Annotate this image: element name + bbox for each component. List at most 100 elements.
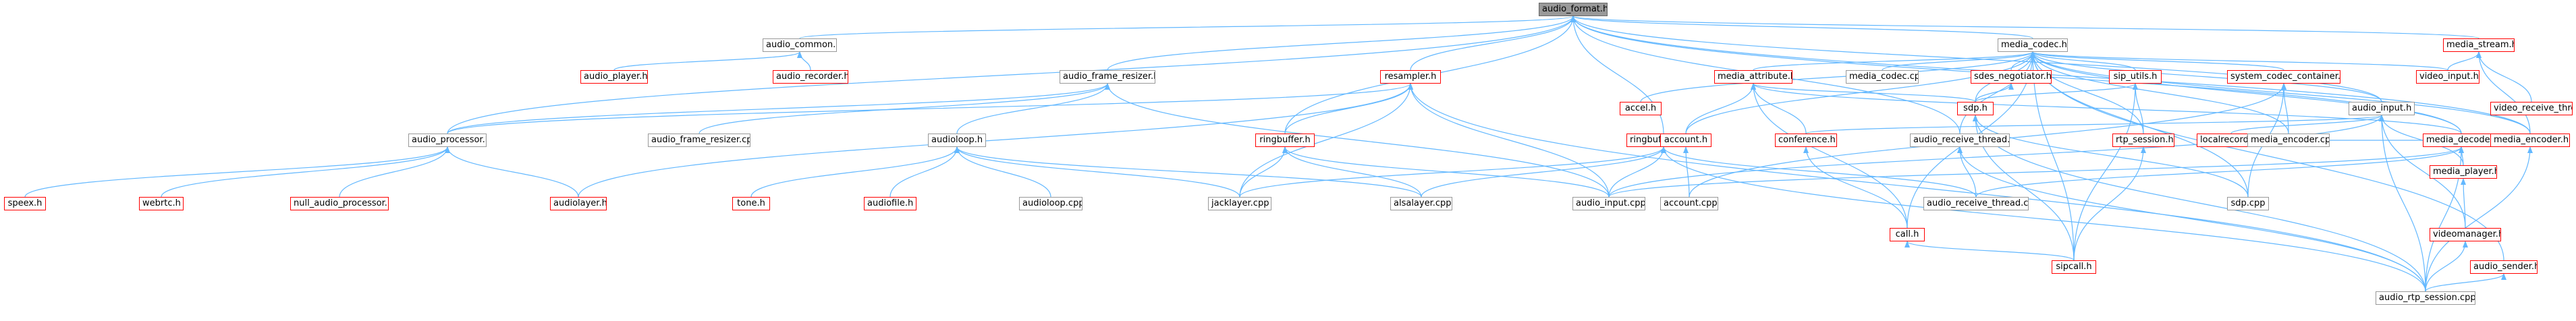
node-video-receive-thread-h[interactable]: video_receive_thread.h (2490, 102, 2573, 115)
node-webrtc-h[interactable]: webrtc.h (139, 197, 184, 210)
edge-conference_h-to-audio_input_h (1805, 115, 2384, 134)
edge-video_receive_thread_h-to-media_stream_h (2476, 51, 2532, 103)
edge-audio_player_h-to-audio_common_h (613, 51, 802, 71)
edge-videomanager_h-to-audio_input_h (2379, 115, 2466, 229)
node-media-encoder-h[interactable]: media_encoder.h (2490, 134, 2570, 147)
edge-audio_input_cpp-to-audio_input_h (1608, 115, 2384, 198)
node-media-decoder-h[interactable]: media_decoder.h (2423, 134, 2500, 147)
edge-audio_processor_h-to-resampler_h (447, 83, 1413, 134)
node-media-player-h[interactable]: media_player.h (2430, 165, 2497, 179)
node-call-h[interactable]: call.h (1890, 228, 1925, 241)
node-audio-processor-h[interactable]: audio_processor.h (408, 134, 487, 147)
edge-audio_receive_thread_cpp-to-media_decoder_h (1975, 146, 2464, 198)
edge-sipcall_h-to-sip_utils_h (2073, 83, 2138, 261)
edge-audio_rtp_session_cpp-to-audio_receive_thread_h (1957, 146, 2426, 292)
node-sip-utils-h[interactable]: sip_utils.h (2109, 70, 2162, 84)
node-account-cpp[interactable]: account.cpp (1660, 197, 1718, 210)
node-audio-receive-thread-cpp[interactable]: audio_receive_thread.cpp (1923, 197, 2029, 210)
edge-audio_input_cpp-to-ringbuffer_h (1282, 146, 1610, 198)
node-media-attribute-h[interactable]: media_attribute.h (1714, 70, 1792, 84)
node-audio-recorder-h[interactable]: audio_recorder.h (773, 70, 848, 84)
edge-audio_rtp_session_cpp-to-audio_sender_h (2425, 273, 2506, 292)
edge-audio_receive_thread_cpp-to-audio_receive_thread_h (1957, 146, 1977, 198)
edge-resampler_h-to-audio_format_h (1410, 16, 1576, 71)
edge-speex_h-to-audio_processor_h (24, 146, 450, 198)
edge-audiolayer_h-to-resampler_h (578, 83, 1413, 198)
edge-system_codec_container_h-to-media_codec_h (2030, 51, 2284, 71)
edge-tone_h-to-audioloop_h (750, 146, 960, 198)
node-media-codec-h[interactable]: media_codec.h (1998, 38, 2068, 52)
edge-jacklayer_cpp-to-audioloop_h (954, 146, 1240, 198)
edge-audio_input_h-to-media_codec_h (2030, 51, 2382, 103)
edge-call_h-to-media_attribute_h (1751, 83, 1908, 229)
edge-jacklayer_cpp-to-resampler_h (1239, 83, 1413, 198)
edge-media_encoder_cpp-to-media_codec_h (2030, 51, 2289, 134)
node-audio-input-cpp[interactable]: audio_input.cpp (1572, 197, 1645, 210)
edge-alsalayer_cpp-to-ringbufferpool_h (1421, 146, 1666, 198)
edge-audio_rtp_session_cpp-to-videomanager_h (2425, 241, 2468, 292)
edge-ringbuffer_h-to-resampler_h (1284, 83, 1413, 134)
node-resampler-h[interactable]: resampler.h (1380, 70, 1441, 84)
node-account-h[interactable]: account.h (1660, 134, 1711, 147)
edge-rtp_session_h-to-media_codec_h (2030, 51, 2144, 134)
edge-media_codec_h-to-audio_format_h (1570, 16, 2033, 39)
edge-audio_receive_thread_cpp-to-ringbufferpool_h (1661, 146, 1977, 198)
node-audio-sender-h[interactable]: audio_sender.h (2470, 260, 2538, 274)
edge-media_encoder_h-to-media_stream_h (2476, 51, 2531, 134)
node-audio-rtp-session-cpp[interactable]: audio_rtp_session.cpp (2376, 291, 2475, 305)
edge-sdp_cpp-to-sdp_h (1973, 115, 2249, 198)
edge-sdp_h-to-sdes_negotiator_h (1975, 83, 2014, 103)
node-accel-h[interactable]: accel.h (1620, 102, 1662, 115)
edge-video_input_h-to-media_stream_h (2447, 51, 2482, 71)
node-audio-format-h: audio_format.h (1539, 3, 1608, 16)
node-audioloop-h[interactable]: audioloop.h (928, 134, 986, 147)
node-system-codec-container-h[interactable]: system_codec_container.h (2227, 70, 2340, 84)
node-audio-player-h[interactable]: audio_player.h (580, 70, 648, 84)
node-videomanager-h[interactable]: videomanager.h (2430, 228, 2501, 241)
edge-audiolayer_h-to-audio_processor_h (445, 146, 579, 198)
node-null-audio-processor-h[interactable]: null_audio_processor.h (290, 197, 389, 210)
node-audio-input-h[interactable]: audio_input.h (2349, 102, 2415, 115)
edge-media_decoder_h-to-media_attribute_h (1751, 83, 2462, 134)
node-media-stream-h[interactable]: media_stream.h (2443, 38, 2515, 52)
node-audiolayer-h[interactable]: audiolayer.h (550, 197, 607, 210)
edge-alsalayer_cpp-to-audioloop_h (954, 146, 1422, 198)
node-sipcall-h[interactable]: sipcall.h (2052, 260, 2096, 274)
edge-audio_input_h-to-audio_format_h (1570, 16, 2382, 103)
node-media-encoder-cpp[interactable]: media_encoder.cpp (2247, 134, 2330, 147)
edge-media_encoder_cpp-to-system_codec_container_h (2281, 83, 2289, 134)
edge-audio_rtp_session_cpp-to-audio_input_h (2379, 115, 2426, 292)
node-tone-h[interactable]: tone.h (732, 197, 770, 210)
edge-account_h-to-media_attribute_h (1685, 83, 1756, 134)
edge-audio_input_cpp-to-media_decoder_h (1608, 146, 2464, 198)
edge-media_attribute_h-to-media_codec_h (1753, 51, 2035, 71)
node-jacklayer-cpp[interactable]: jacklayer.cpp (1208, 197, 1271, 210)
node-audio-frame-resizer-cpp[interactable]: audio_frame_resizer.cpp (648, 134, 750, 147)
edge-audio_processor_h-to-audio_frame_resizer_h (447, 83, 1110, 134)
node-media-codec-cpp[interactable]: media_codec.cpp (1846, 70, 1919, 84)
edge-audio_processor_h-to-audio_format_h (447, 16, 1576, 134)
edge-videomanager_h-to-media_player_h (2461, 178, 2467, 229)
edge-accel_h-to-media_codec_h (1640, 51, 2035, 103)
node-sdp-h[interactable]: sdp.h (1957, 102, 1994, 115)
node-audiofile-h[interactable]: audiofile.h (864, 197, 916, 210)
node-audio-common-h[interactable]: audio_common.h (763, 38, 837, 52)
node-video-input-h[interactable]: video_input.h (2416, 70, 2479, 84)
edge-media_codec_cpp-to-media_codec_h (1882, 51, 2035, 71)
node-rtp-session-h[interactable]: rtp_session.h (2112, 134, 2174, 147)
node-speex-h[interactable]: speex.h (4, 197, 46, 210)
node-sdes-negotiator-h[interactable]: sdes_negotiator.h (1971, 70, 2052, 84)
node-audio-frame-resizer-h[interactable]: audio_frame_resizer.h (1060, 70, 1155, 84)
edge-audioloop_h-to-audio_frame_resizer_h (956, 83, 1110, 134)
node-conference-h[interactable]: conference.h (1775, 134, 1837, 147)
edge-audio_rtp_session_cpp-to-sdp_h (1973, 115, 2426, 292)
node-audioloop-cpp[interactable]: audioloop.cpp (1019, 197, 1083, 210)
edge-audio_receive_thread_h-to-media_codec_h (1959, 51, 2035, 134)
node-ringbuffer-h[interactable]: ringbuffer.h (1255, 134, 1315, 147)
edge-account_cpp-to-account_h (1683, 146, 1690, 198)
node-audio-receive-thread-h[interactable]: audio_receive_thread.h (1910, 134, 2010, 147)
node-alsalayer-cpp[interactable]: alsalayer.cpp (1390, 197, 1452, 210)
edge-media_encoder_h-to-media_codec_h (2030, 51, 2531, 134)
node-sdp-cpp[interactable]: sdp.cpp (2227, 197, 2269, 210)
